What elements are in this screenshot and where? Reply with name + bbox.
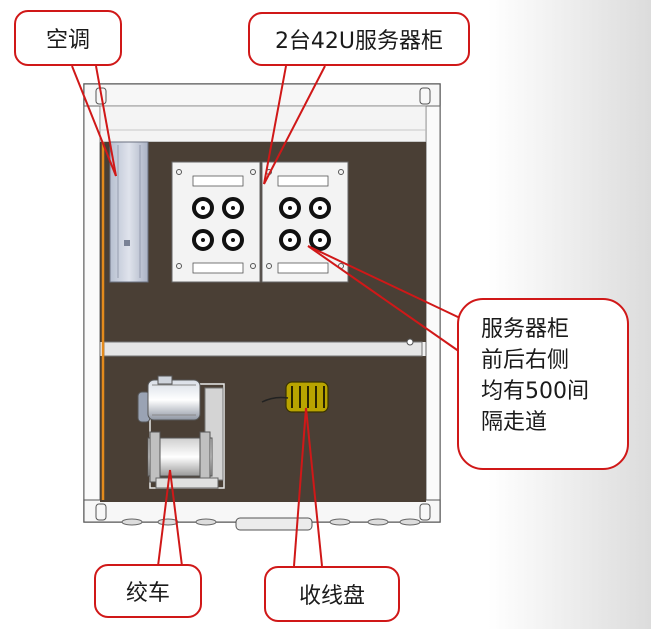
partition-wall: [103, 341, 423, 357]
callout-air-conditioner: 空调: [14, 10, 122, 66]
server-rack-right: [261, 161, 349, 283]
aisle-note-line: 服务器柜: [481, 317, 570, 342]
container-base-fixtures: [121, 517, 421, 531]
rack-fan-icons: [279, 197, 331, 251]
air-conditioner-unit: [109, 141, 149, 283]
aisle-note-line: 隔走道: [481, 410, 548, 435]
leader-lines: [71, 65, 461, 567]
server-rack-left: [171, 161, 261, 283]
callout-aisle-note: 服务器柜 前后右侧 均有500间 隔走道: [457, 298, 629, 470]
aisle-note-line: 前后右侧: [481, 348, 570, 373]
aisle-note-line: 均有500间: [481, 379, 589, 404]
equipment-room-floor: [100, 356, 426, 502]
callout-winch: 绞车: [94, 564, 202, 618]
callout-server-racks: 2台42U服务器柜: [248, 12, 470, 66]
callout-cable-reel: 收线盘: [264, 566, 400, 622]
cable-reel: [261, 381, 329, 413]
rack-fan-icons: [192, 197, 244, 251]
winch-machine: [137, 375, 225, 489]
